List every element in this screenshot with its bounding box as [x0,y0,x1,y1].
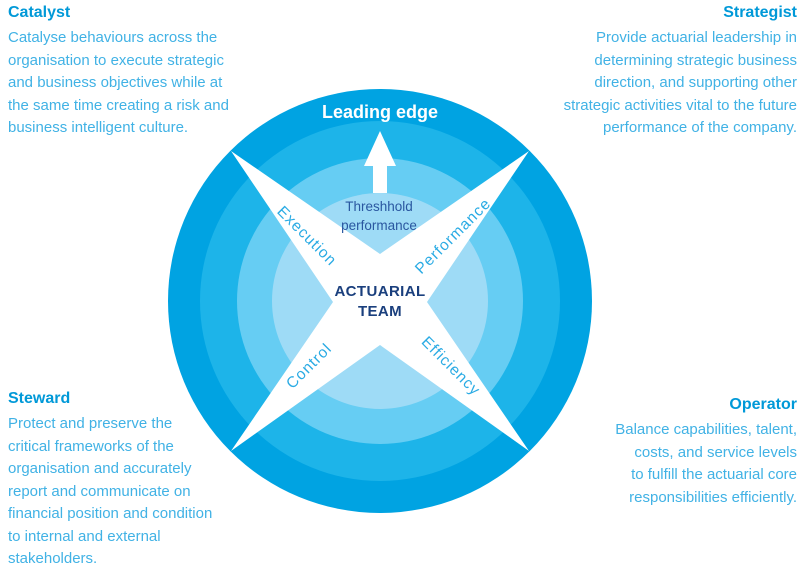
steward-title: Steward [8,390,71,407]
steward-description: Protect and preserve the critical framew… [8,415,213,567]
up-arrow-icon [364,131,396,193]
corner-block-strategist: Strategist Provide actuarial leadership … [497,4,797,140]
leading-edge-label: Leading edge [322,102,438,122]
operator-description: Balance capabilities, talent, costs, and… [615,421,797,506]
corner-block-operator: Operator Balance capabilities, talent, c… [497,396,797,509]
strategist-title: Strategist [723,4,797,21]
star-shape [231,151,529,451]
catalyst-description: Catalyse behaviours across the organisat… [8,29,229,136]
operator-title: Operator [729,396,797,413]
strategist-description: Provide actuarial leadership in determin… [563,29,797,136]
threshold-label-line1: Threshhold [345,199,413,214]
corner-block-catalyst: Catalyst Catalyse behaviours across the … [8,4,278,140]
center-label-line2: TEAM [358,303,402,320]
threshold-label-line2: performance [341,218,417,233]
catalyst-title: Catalyst [8,4,71,21]
corner-block-steward: Steward Protect and preserve the critica… [8,390,278,571]
center-label-line1: ACTUARIAL [334,283,425,300]
